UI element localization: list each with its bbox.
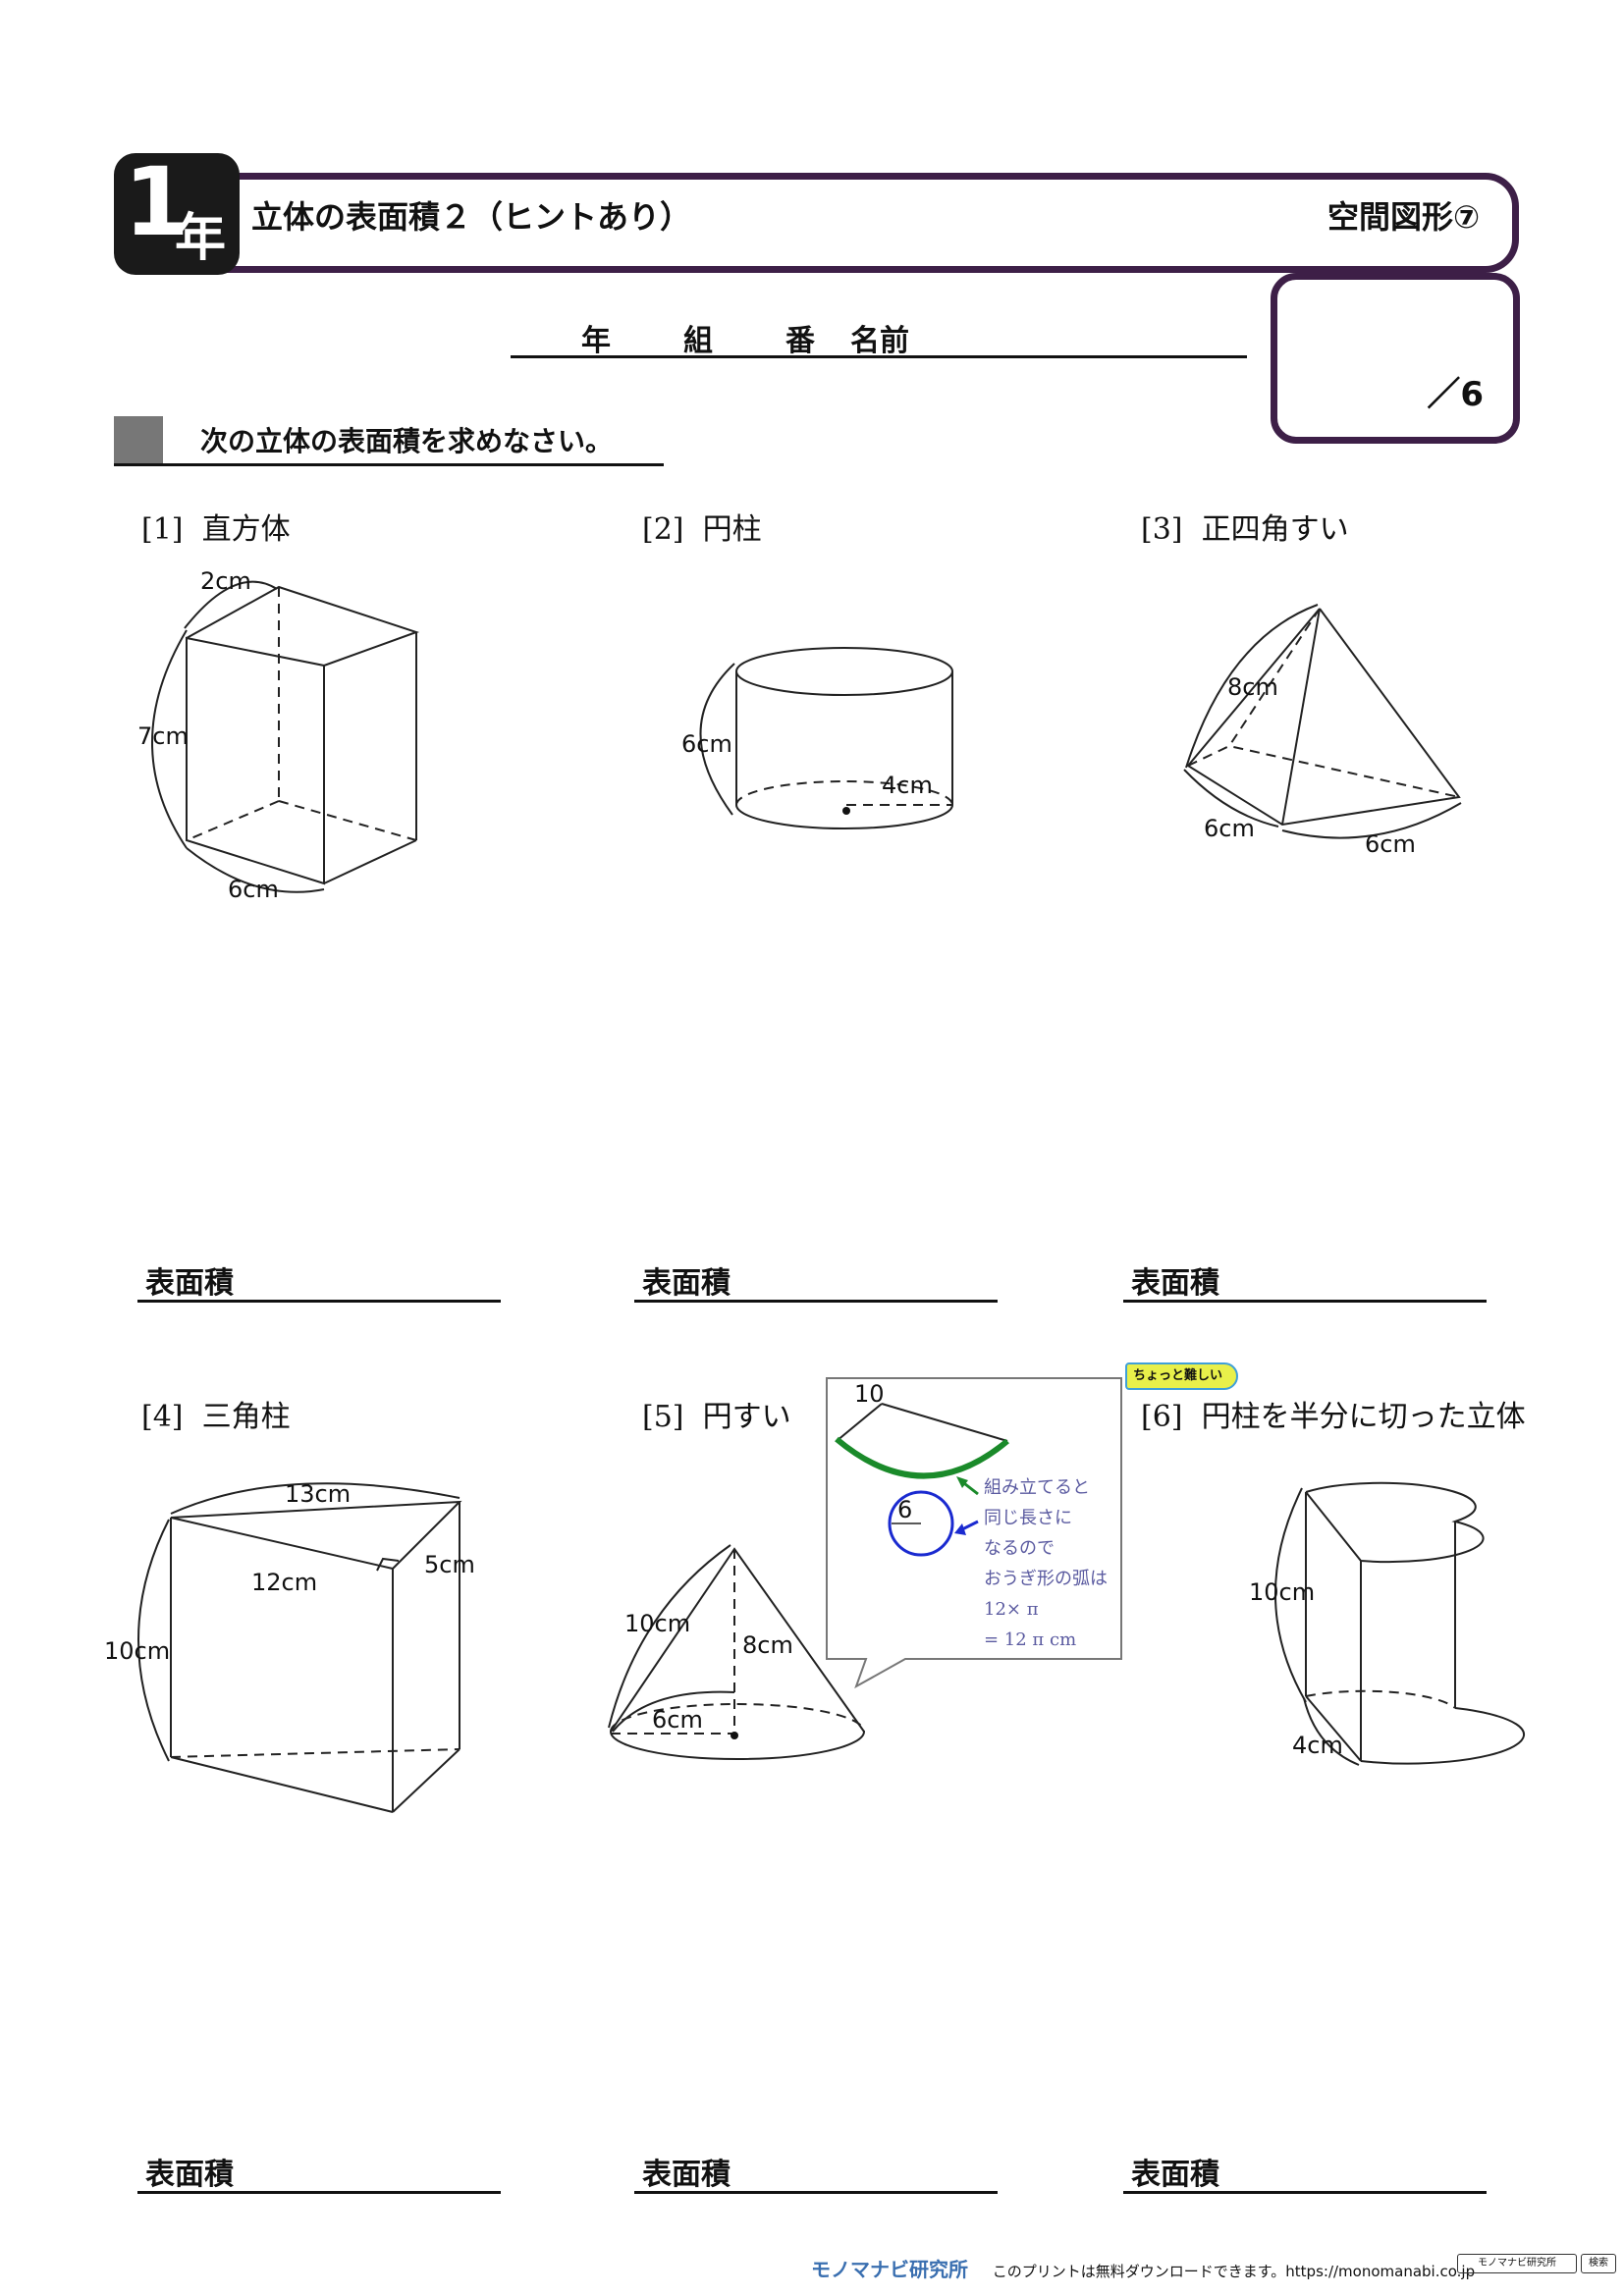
label-p2-height: 6cm <box>681 730 732 758</box>
label-p5-slant: 10cm <box>624 1610 691 1637</box>
problem-title: 円すい <box>702 1400 791 1434</box>
footer: モノマナビ研究所 このプリントは無料ダウンロードできます。https://mon… <box>811 2254 1475 2282</box>
problem-6-heading: [6] 円柱を半分に切った立体 <box>1141 1392 1526 1435</box>
problem-2-heading: [2] 円柱 <box>642 505 762 548</box>
name-row[interactable]: 年 組 番 名前 <box>511 312 1247 358</box>
hint-line: 組み立てると <box>984 1477 1090 1498</box>
unit-label: 空間図形⑦ <box>1327 198 1481 236</box>
hint-line: = 12 π cm <box>984 1629 1077 1650</box>
answer-label: 表面積 <box>1131 1266 1219 1301</box>
label-p3-slant: 8cm <box>1227 673 1278 701</box>
problem-title: 円柱を半分に切った立体 <box>1201 1400 1526 1434</box>
answer-line-5[interactable]: 表面積 <box>634 2148 998 2194</box>
hint-line: おうぎ形の弧は <box>984 1569 1108 1589</box>
grade-number: 1 <box>124 147 189 257</box>
instruction-underline <box>114 463 664 466</box>
label-p5-radius: 6cm <box>652 1706 703 1734</box>
problem-1-heading: [1] 直方体 <box>141 505 291 548</box>
problem-5-heading: [5] 円すい <box>642 1392 791 1435</box>
title-bar <box>206 173 1519 273</box>
label-p6-height: 10cm <box>1249 1578 1316 1606</box>
figure-cone <box>608 1544 865 1760</box>
cone-center-dot <box>731 1732 738 1739</box>
answer-label: 表面積 <box>1131 2158 1219 2192</box>
hint-line: 12× π <box>984 1599 1039 1620</box>
figure-rectangular-prism <box>151 580 420 893</box>
problem-title: 直方体 <box>201 512 291 547</box>
hint-balloon <box>826 1377 1122 1689</box>
hint-text: 組み立てると 同じ長さに なるので おうぎ形の弧は 12× π = 12 π c… <box>984 1472 1108 1655</box>
answer-line-2[interactable]: 表面積 <box>634 1256 998 1303</box>
score-box[interactable]: ／6 <box>1271 273 1520 444</box>
label-p1-width: 6cm <box>228 876 279 903</box>
answer-label: 表面積 <box>642 1266 731 1301</box>
problem-4-heading: [4] 三角柱 <box>141 1392 291 1435</box>
cylinder-center-dot <box>842 807 850 815</box>
problem-number: [5] <box>642 1400 684 1434</box>
label-p4-leg-b: 5cm <box>424 1551 475 1578</box>
footer-search-box[interactable]: モノマナビ研究所 <box>1457 2254 1577 2273</box>
hint-line: 同じ長さに <box>984 1508 1072 1528</box>
problem-title: 正四角すい <box>1201 512 1349 547</box>
answer-label: 表面積 <box>642 2158 731 2192</box>
grade-badge: 1 年 <box>114 147 240 275</box>
problem-number: [6] <box>1141 1400 1183 1434</box>
answer-line-6[interactable]: 表面積 <box>1123 2148 1487 2194</box>
hint-arc-label: 10 <box>854 1380 885 1408</box>
footer-text: このプリントは無料ダウンロードできます。https://monomanabi.c… <box>992 2263 1476 2280</box>
answer-label: 表面積 <box>145 2158 234 2192</box>
figure-square-pyramid <box>1183 604 1462 839</box>
problem-number: [4] <box>141 1400 184 1434</box>
footer-logo: モノマナビ研究所 <box>811 2258 968 2281</box>
figure-cylinder <box>699 647 953 829</box>
problem-title: 三角柱 <box>201 1400 291 1434</box>
year-label: 年 <box>581 324 611 358</box>
instruction-marker <box>114 416 163 465</box>
problem-3-heading: [3] 正四角すい <box>1141 505 1349 548</box>
difficulty-badge: ちょっと難しい <box>1125 1362 1239 1390</box>
hint-circle <box>888 1490 954 1557</box>
label-p5-height: 8cm <box>742 1631 793 1659</box>
answer-line-1[interactable]: 表面積 <box>137 1256 501 1303</box>
answer-line-3[interactable]: 表面積 <box>1123 1256 1487 1303</box>
label-p4-hyp: 13cm <box>285 1480 352 1508</box>
label-p4-height: 10cm <box>104 1637 171 1665</box>
problem-number: [3] <box>1141 512 1183 547</box>
problem-number: [2] <box>642 512 684 547</box>
score-total: ／6 <box>1427 375 1484 414</box>
label-p3-base-a: 6cm <box>1204 815 1255 842</box>
figure-triangular-prism <box>137 1482 462 1813</box>
label-p6-radius: 4cm <box>1292 1732 1343 1759</box>
hint-arc <box>835 1436 1009 1479</box>
worksheet-title: 立体の表面積２（ヒントあり） <box>251 198 692 236</box>
label-p1-height: 7cm <box>137 722 189 750</box>
label-p1-depth: 2cm <box>200 567 251 595</box>
instruction-text: 次の立体の表面積を求めなさい。 <box>200 425 614 457</box>
label-p2-radius: 4cm <box>882 772 933 799</box>
footer-search-button[interactable]: 検索 <box>1581 2254 1616 2273</box>
grade-kanji: 年 <box>175 209 227 268</box>
label-p3-base-b: 6cm <box>1365 830 1416 858</box>
problem-number: [1] <box>141 512 184 547</box>
class-label: 組 <box>683 324 713 358</box>
answer-line-4[interactable]: 表面積 <box>137 2148 501 2194</box>
hint-line: なるので <box>984 1538 1055 1559</box>
figure-half-cylinder <box>1274 1481 1526 1766</box>
name-label: 名前 <box>850 324 909 358</box>
problem-title: 円柱 <box>702 512 762 547</box>
number-label: 番 <box>785 324 815 358</box>
answer-label: 表面積 <box>145 1266 234 1301</box>
hint-circle-label: 6 <box>897 1496 913 1523</box>
label-p4-leg-a: 12cm <box>251 1569 318 1596</box>
